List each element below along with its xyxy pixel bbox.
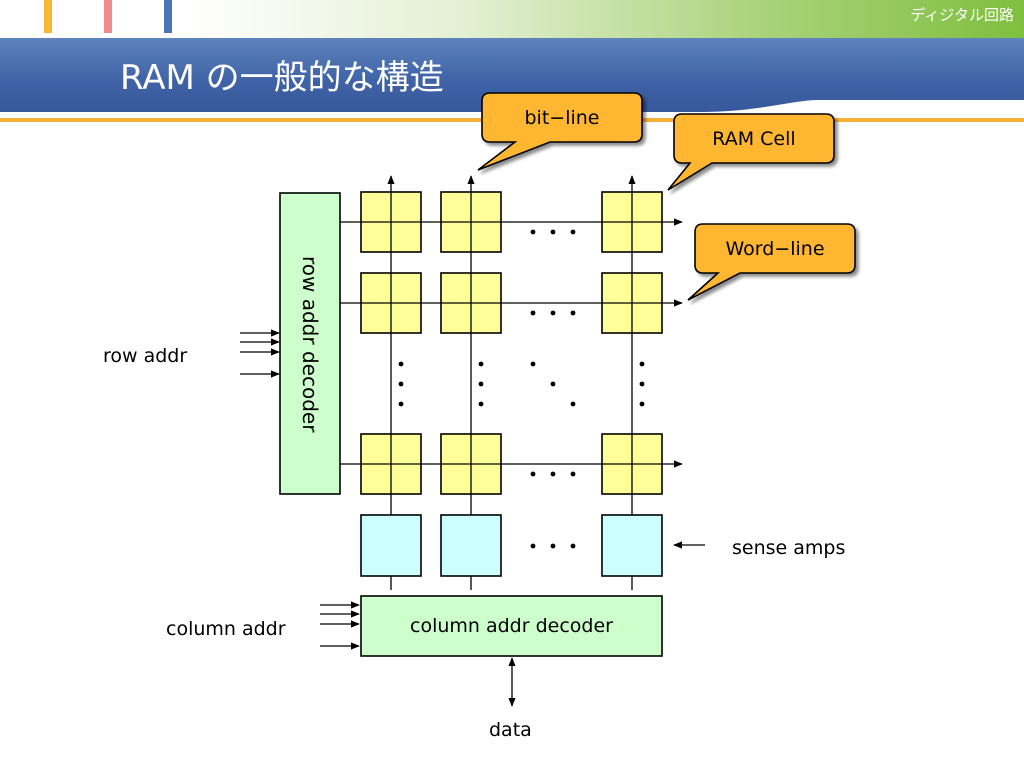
sense-amp xyxy=(601,514,663,577)
accent-stripe-pink xyxy=(104,0,112,33)
column-decoder-block xyxy=(360,595,663,657)
callout-bit-line xyxy=(477,92,643,171)
accent-stripe-blue xyxy=(164,0,172,33)
callout-word-line xyxy=(687,223,856,301)
header-bar: ディジタル回路 xyxy=(0,0,1024,38)
row-addr-arrows xyxy=(240,329,280,378)
row-addr-label: row addr xyxy=(103,345,188,367)
data-label: data xyxy=(489,719,532,741)
column-addr-label: column addr xyxy=(166,618,286,640)
row-decoder-block xyxy=(279,192,341,495)
callout-ram-cell xyxy=(667,113,835,191)
callout-ram-cell-label: RAM Cell xyxy=(712,127,796,150)
row-decoder-label: row addr decoder xyxy=(298,255,322,433)
sense-amps-label: sense amps xyxy=(732,537,846,559)
column-addr-arrows xyxy=(320,601,360,650)
callouts xyxy=(477,92,856,301)
sense-amp xyxy=(440,514,502,577)
accent-stripe-orange xyxy=(44,0,52,33)
cell-crosslines xyxy=(361,192,662,494)
sense-amps xyxy=(360,514,663,577)
sense-amp xyxy=(360,514,422,577)
row-decoder: row addr decoder xyxy=(280,195,340,493)
bit-lines xyxy=(387,175,636,590)
callout-word-line-label: Word−line xyxy=(725,237,825,260)
column-decoder-label: column addr decoder xyxy=(410,615,613,637)
callout-bit-line-label: bit−line xyxy=(524,106,600,129)
ram-cells xyxy=(360,191,663,495)
course-name: ディジタル回路 xyxy=(910,6,1014,24)
page-title: RAM の一般的な構造 xyxy=(120,58,444,98)
ellipsis-dots xyxy=(398,229,645,549)
